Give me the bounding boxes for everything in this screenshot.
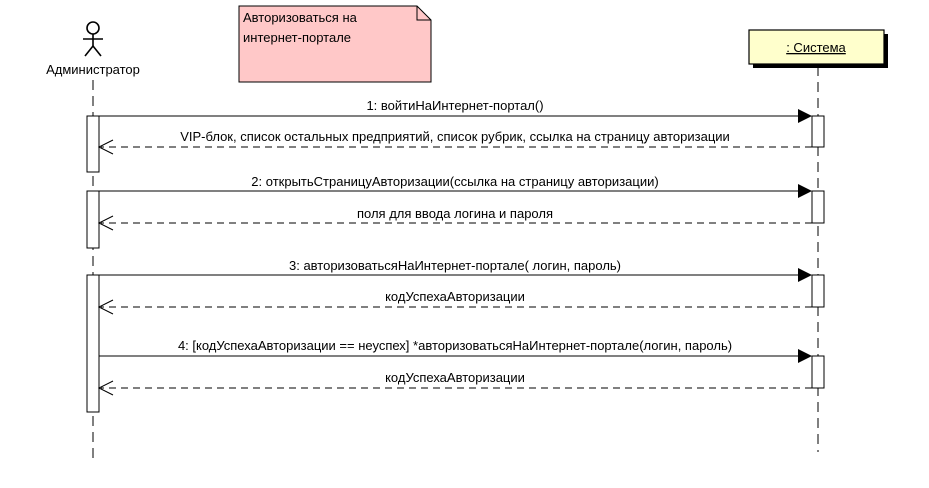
actor-name: Администратор — [46, 62, 140, 77]
reply-1-label: VIP-блок, список остальных предприятий, … — [180, 129, 730, 144]
reply-1-arrowhead — [97, 139, 114, 155]
reply-4-arrowhead — [97, 380, 114, 396]
message-2-label: 2: открытьСтраницуАвторизации(ссылка на … — [251, 174, 658, 189]
actor-icon — [83, 21, 103, 57]
system-activation-3 — [811, 274, 825, 308]
system-name: : Система — [786, 40, 846, 55]
actor-activation-2 — [86, 190, 100, 249]
actor-activation-3 — [86, 274, 100, 413]
reply-3-arrowhead — [97, 299, 114, 315]
system-box — [748, 29, 885, 65]
message-4-arrowhead — [798, 349, 812, 363]
message-3-arrowhead — [798, 268, 812, 282]
note-line-1: Авторизоваться на — [243, 10, 358, 25]
reply-2-label: поля для ввода логина и пароля — [357, 206, 553, 221]
reply-4-label: кодУспехаАвторизации — [385, 370, 525, 385]
note: Авторизоваться на интернет-портале — [238, 5, 432, 83]
note-fold — [416, 6, 431, 21]
actor-activation-1 — [86, 115, 100, 173]
message-1-arrowhead — [798, 109, 812, 123]
system-activation-4 — [811, 355, 825, 389]
message-3-label: 3: авторизоватьсяНаИнтернет-портале( лог… — [289, 258, 621, 273]
message-1-label: 1: войтиНаИнтернет-портал() — [366, 98, 543, 113]
reply-3-label: кодУспехаАвторизации — [385, 289, 525, 304]
message-4-label: 4: [кодУспехаАвторизации == неуспех] *ав… — [178, 338, 732, 353]
note-line-2: интернет-портале — [243, 30, 351, 45]
note-shape — [238, 5, 432, 83]
message-2-arrowhead — [798, 184, 812, 198]
reply-2-arrowhead — [97, 215, 114, 231]
system-activation-1 — [811, 115, 825, 148]
system-activation-2 — [811, 190, 825, 224]
